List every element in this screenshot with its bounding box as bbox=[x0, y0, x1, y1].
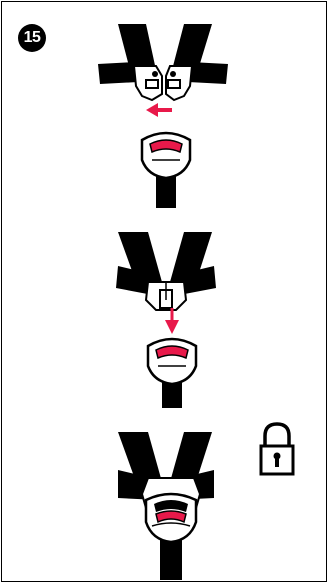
right-buckle-tongue bbox=[165, 65, 194, 102]
left-arrow-icon bbox=[146, 103, 172, 117]
left-buckle-tongue bbox=[132, 65, 163, 102]
buckle-receiver bbox=[146, 337, 198, 408]
joined-buckle-tongues bbox=[144, 281, 188, 311]
padlock-icon bbox=[259, 422, 295, 476]
panel-buckled-locked bbox=[118, 422, 295, 580]
panel-join-insert bbox=[116, 232, 216, 408]
down-arrow-icon bbox=[165, 308, 179, 334]
right-harness-strap bbox=[172, 24, 228, 84]
step-number-badge: 15 bbox=[18, 24, 46, 52]
buckled-assembly bbox=[140, 477, 202, 580]
left-harness-strap bbox=[98, 24, 156, 84]
panel-separate-tongues bbox=[98, 24, 228, 208]
buckle-receiver bbox=[140, 131, 192, 208]
